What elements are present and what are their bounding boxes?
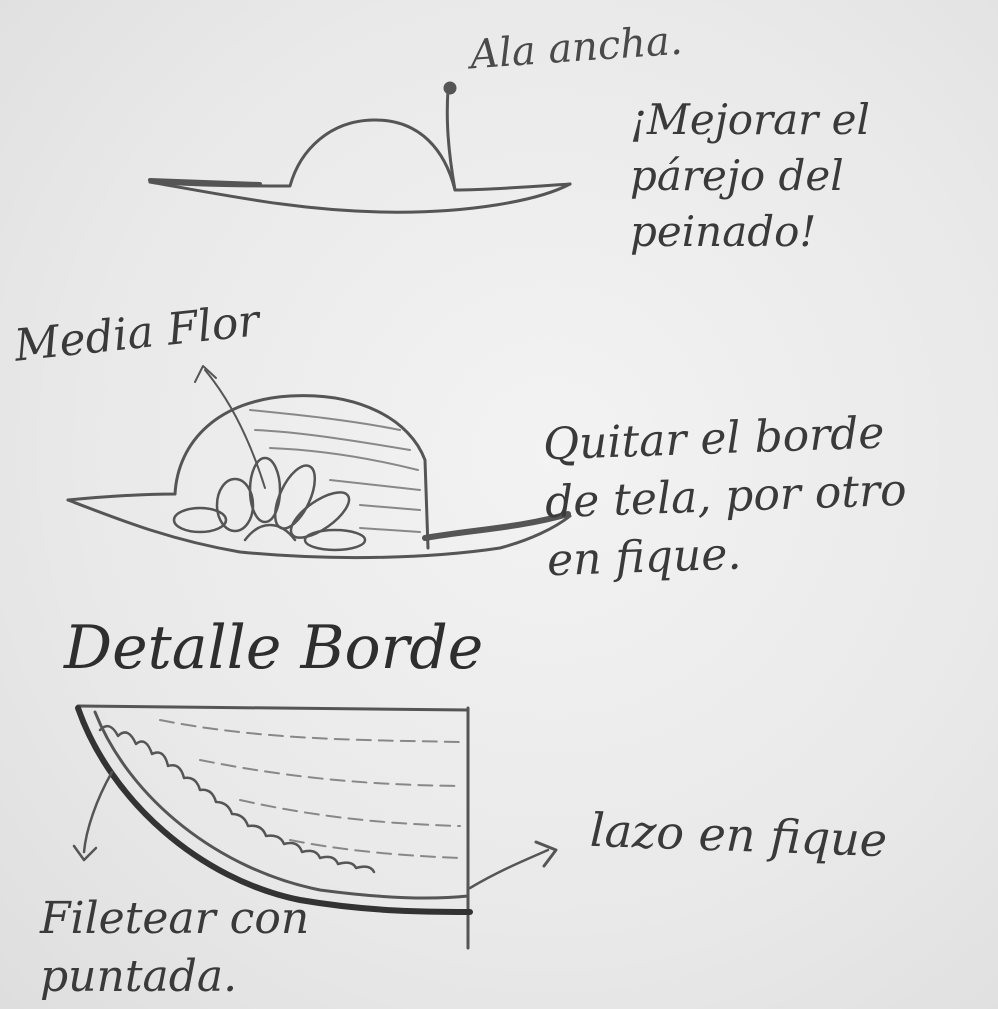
wide-brim-hat-drawing — [150, 83, 570, 212]
label-quitar-borde: Quitar el borde de tela, por otro en fiq… — [542, 404, 909, 591]
half-flower-hat-drawing — [68, 366, 570, 558]
heading-detalle-borde: Detalle Borde — [64, 618, 483, 678]
half-flower-drawing — [174, 458, 365, 550]
label-mejorar-parejo: ¡Mejorar el párejo del peinado! — [630, 92, 870, 260]
label-lazo-en-fique: lazo en fique — [589, 807, 888, 863]
label-filetear-con-puntada: Filetear con puntada. — [40, 890, 309, 1006]
